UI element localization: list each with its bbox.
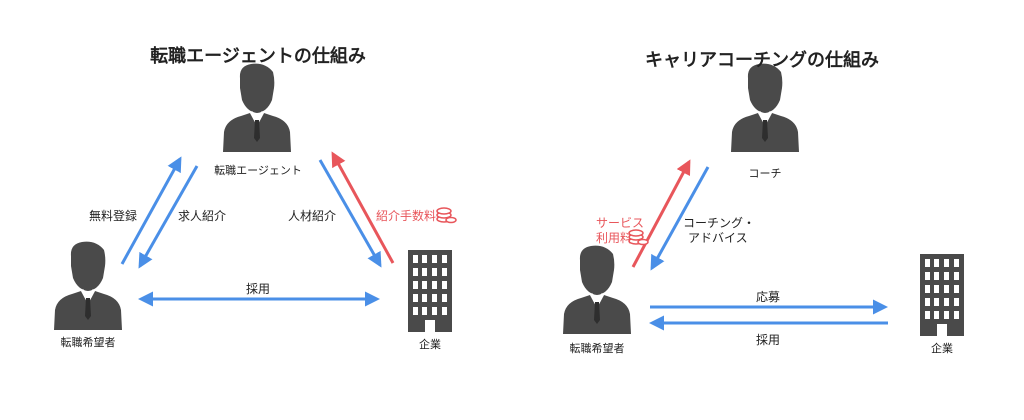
arrow-talent-intro: [318, 159, 382, 268]
right-coach-figure: [731, 63, 799, 152]
left-agent-figure: [223, 63, 291, 152]
right-company-label: 企業: [931, 342, 953, 355]
service-fee-label-line1: サービス: [596, 216, 645, 230]
businessman-icon: [731, 63, 799, 152]
left-company-label: 企業: [419, 338, 441, 351]
job-intro-label: 求人紹介: [178, 209, 227, 223]
right-company-figure: [920, 254, 964, 336]
agent-label: 転職エージェント: [214, 164, 302, 177]
businessman-icon: [223, 63, 291, 152]
building-icon: [408, 250, 452, 332]
left-seeker-figure: [54, 241, 122, 330]
arrow-coaching: [650, 166, 710, 271]
right-seeker-label: 転職希望者: [569, 342, 625, 355]
right-seeker-figure: [563, 245, 631, 334]
coach-label: コーチ: [748, 167, 782, 180]
left-company-figure: [408, 250, 452, 332]
arrow-referral-fee: [331, 151, 395, 264]
referral-fee-label: 紹介手数料: [376, 209, 437, 223]
apply-label: 応募: [755, 290, 781, 304]
left-seeker-label: 転職希望者: [60, 336, 116, 349]
coaching-label-line2: アドバイス: [688, 231, 748, 245]
left-title: 転職エージェントの仕組み: [150, 46, 366, 67]
hire-label-right: 採用: [755, 333, 781, 347]
businessman-icon: [563, 245, 631, 334]
arrow-service-fee: [631, 159, 691, 268]
right-title: キャリアコーチングの仕組み: [645, 50, 879, 71]
service-fee-label-line2: 利用料: [596, 231, 633, 245]
coin-stack-icon: [436, 207, 457, 224]
arrow-free-register: [120, 156, 182, 265]
arrow-job-intro: [138, 165, 199, 269]
businessman-icon: [54, 241, 122, 330]
coaching-label-line1: コーチング・: [683, 216, 756, 230]
building-icon: [920, 254, 964, 336]
talent-intro-label: 人材紹介: [288, 209, 337, 223]
hire-label-left: 採用: [245, 282, 271, 296]
free-register-label: 無料登録: [89, 209, 138, 223]
